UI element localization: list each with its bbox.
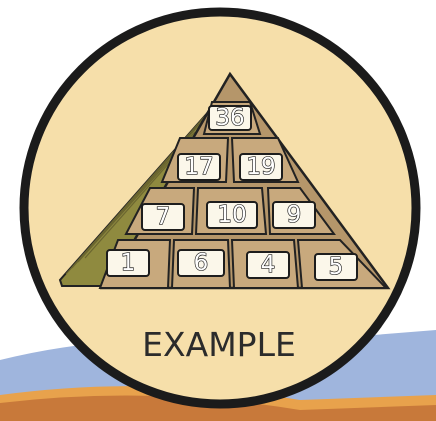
- number-r4-c1: 1: [121, 250, 136, 276]
- number-r4-c4: 5: [329, 254, 344, 280]
- number-r3-c2: 10: [217, 202, 246, 228]
- number-r4-c2: 6: [194, 250, 209, 276]
- number-r3-c3: 9: [287, 202, 302, 228]
- number-r3-c1: 7: [156, 204, 171, 230]
- example-caption: EXAMPLE: [142, 325, 296, 364]
- number-r1-c1: 36: [215, 105, 244, 131]
- number-r2-c2: 19: [246, 154, 275, 180]
- number-r4-c3: 4: [261, 252, 276, 278]
- number-r2-c1: 17: [184, 154, 213, 180]
